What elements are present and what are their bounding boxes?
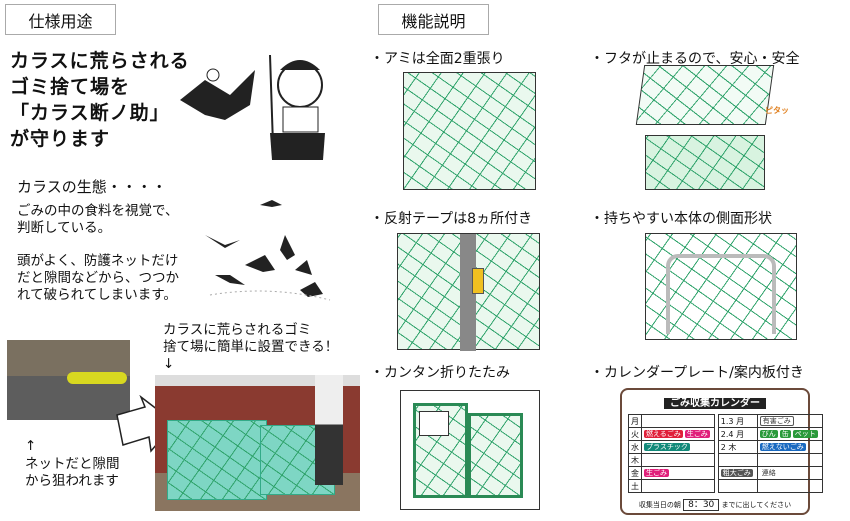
double-net-image [403,72,536,190]
calendar-title: ごみ収集カレンダー [664,398,766,409]
reflective-tape-image [397,233,540,351]
installed-product-photo [155,375,360,511]
ecology-paragraph-1: ごみの中の食料を視覚で、 判断している。 [17,203,178,237]
section-header-usage: 仕様用途 [5,4,116,35]
text-line: 捨て場に簡単に設置できる！ [163,339,339,355]
tag-bulky: 粗大ごみ [720,469,753,477]
problem-arrow: ↑ [25,438,37,454]
tag-bottle: びん [759,430,778,438]
text-line: だと隙間などから、つつか [17,270,179,286]
samurai-crow-illustration [180,54,325,160]
text-line: 判断している。 [17,220,112,236]
lid-stop-label: ピタッ [765,106,789,115]
text-line: ↓ [163,356,175,372]
problem-caption: ネットだと隙間 から狙われます [25,456,120,490]
collection-time: 8：30 [683,499,720,511]
folding-image [400,390,540,510]
tag-can: 缶 [779,430,791,438]
ecology-paragraph-2: 頭がよく、防護ネットだけ だと隙間などから、つつか れて破られてしまいます。 [17,253,179,304]
feature-folding-label: ・カンタン折りたたみ [370,365,510,381]
day-label: 水 [628,440,642,454]
tag-plastic: プラスチック [644,443,690,451]
crows-illustration [205,200,331,301]
day-label: 火 [628,427,642,441]
tag-burnable: 燃えるごみ [644,430,683,438]
text-line: ネットだと隙間 [25,456,120,472]
feature-calendar-label: ・カレンダープレート/案内板付き [590,365,804,381]
tag-hazard: 有害ごみ [759,416,794,426]
day-label: 木 [628,453,642,467]
week-label: 2 木 [717,440,758,454]
slogan-line: カラスに荒らされる [10,50,190,72]
tag-raw: 生ごみ [644,469,669,477]
garbage-calendar-plate: ごみ収集カレンダー 月 火燃えるごみ生ごみ 水プラスチック 木 金生ごみ 土 1… [620,388,823,515]
calendar-weekday-table: 月 火燃えるごみ生ごみ 水プラスチック 木 金生ごみ 土 [628,414,715,493]
tag-pet: ペット [792,430,818,438]
text-line: れて破られてしまいます。 [17,287,177,303]
tag-nonburnable: 燃えないごみ [759,443,806,451]
feature-side-shape-label: ・持ちやすい本体の側面形状 [590,211,772,227]
lid-stop-image: ピタッ [635,65,795,190]
week-label: 2.4 月 [717,427,758,441]
calendar-footer: 収集当日の朝 8：30 までに出してください [628,497,802,511]
text-line: 頭がよく、防護ネットだけ [17,253,179,269]
footer-text: までに出してください [721,501,792,509]
calendar-monthly-table: 1.3 月有害ごみ 2.4 月びん缶ペット 2 木燃えないごみ 粗大ごみ連絡 [717,414,823,493]
text-line: カラスに荒らされるゴミ [163,322,312,338]
day-label: 金 [628,466,642,480]
side-shape-image [645,233,797,340]
tag-contact: 連絡 [761,469,776,477]
feature-double-net-label: ・アミは全面2重張り [370,51,505,67]
footer-text: 収集当日の朝 [638,501,681,509]
day-label: 土 [628,479,642,493]
feature-reflective-tape-label: ・反射テープは8ヵ所付き [370,211,533,227]
ecology-title: カラスの生態・・・・ [17,178,167,196]
feature-lid-stop-label: ・フタが止まるので、安心・安全 [590,51,800,67]
text-line: ごみの中の食料を視覚で、 [17,203,179,219]
section-header-features: 機能説明 [378,4,489,35]
slogan: カラスに荒らされる ゴミ捨て場を 「カラス断ノ助」 が守ります [10,48,190,152]
slogan-line: ゴミ捨て場を [10,76,131,98]
tag-raw: 生ごみ [684,430,710,438]
littered-garbage-photo [7,340,130,420]
day-label: 月 [628,414,642,428]
text-line: から狙われます [25,473,119,489]
week-label: 1.3 月 [717,414,758,428]
install-caption: カラスに荒らされるゴミ 捨て場に簡単に設置できる！ ↓ [163,322,338,373]
slogan-line: 「カラス断ノ助」 [10,102,170,124]
slogan-line: が守ります [10,128,111,150]
